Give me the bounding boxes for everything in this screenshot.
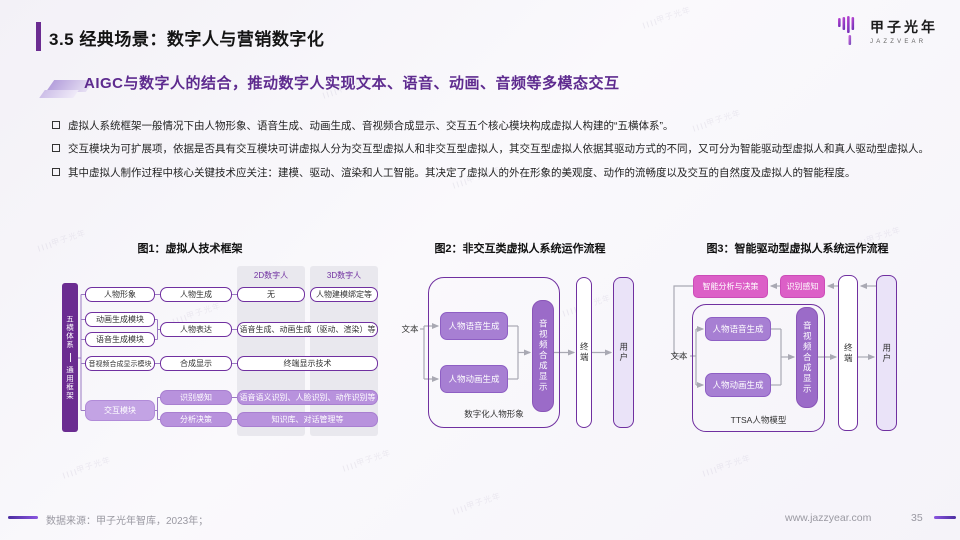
fig2-input-text-label: 文本	[401, 324, 419, 334]
bullet-text: 虚拟人系统框架一般情况下由人物形象、语音生成、动画生成、音视频合成显示、交互五个…	[68, 120, 674, 132]
fig2-title: 图2：非交互类虚拟人系统运作流程	[434, 243, 606, 255]
fig1-cell-recognition-tech: 语音语义识别、人脸识别、动作识别等	[237, 390, 378, 405]
fig2-user-box: 用户	[613, 277, 634, 428]
bullet-square-icon	[52, 167, 60, 176]
fig1-sidebar-five-layer-framework: 五横体系 通用框架	[62, 283, 78, 432]
brand-name: 甲子光年	[870, 21, 938, 36]
bullet-item: 交互模块为可扩展项，依据是否具有交互模块可讲虚拟人分为交互型虚拟人和非交互型虚拟…	[52, 141, 940, 157]
watermark: 甲子光年	[700, 452, 753, 479]
fig2-non-interactive-flow: 文本 人物语音生成 人物动画生成 音视频合成显示 数字化人物形象 终端 用户	[400, 266, 640, 438]
fig3-ttsa-model-container	[692, 304, 825, 432]
fig1-virtual-human-framework: 2D数字人 3D数字人 五横体系 通用框架 人物形象 动画生成模块 语音生成模块…	[60, 266, 390, 438]
subtitle-decoration	[39, 90, 79, 98]
fig1-3d-header: 3D数字人	[326, 271, 362, 280]
fig1-stage-recognition-perception: 识别感知	[160, 390, 232, 405]
footer-data-source: 数据来源：甲子光年智库，2023年；	[46, 516, 209, 527]
fig1-2d-header: 2D数字人	[253, 271, 289, 280]
fig1-stage-synthesis-display: 合成显示	[160, 356, 232, 371]
fig1-title: 图1：虚拟人技术框架	[137, 243, 243, 255]
watermark: 甲子光年	[60, 454, 113, 481]
fig3-title: 图3：智能驱动型虚拟人系统运作流程	[706, 243, 889, 255]
page-subtitle: AIGC与数字人的结合，推动数字人实现文本、语音、动画、音频等多模态交互	[84, 75, 620, 92]
fig2-container-label: 数字化人物形象	[464, 409, 524, 419]
fig1-sidebar-divider	[69, 353, 71, 362]
fig1-module-av-synthesis-display: 音视频合成显示模块	[85, 356, 155, 371]
fig1-stage-analysis-decision: 分析决策	[160, 412, 232, 427]
fig3-terminal-box: 终端	[838, 275, 858, 431]
fig1-cell-speech-animation-gen: 语音生成、动画生成（驱动、渲染）等	[237, 322, 378, 337]
fig2-terminal-box: 终端	[576, 277, 592, 428]
fig1-sidebar-bottom-label: 通用框架	[65, 366, 75, 400]
fig1-stage-character-expression: 人物表达	[160, 322, 232, 337]
brand-logo: 甲子光年 JAZZVEAR	[838, 16, 938, 46]
bullet-list: 虚拟人系统框架一般情况下由人物形象、语音生成、动画生成、音视频合成显示、交互五个…	[52, 118, 940, 188]
watermark: 甲子光年	[35, 227, 88, 254]
footer-right-accent-line	[934, 516, 956, 519]
fig3-intelligent-analysis-decision-box: 智能分析与决策	[693, 275, 768, 298]
fig1-module-character-image: 人物形象	[85, 287, 155, 302]
bullet-text: 交互模块为可扩展项，依据是否具有交互模块可讲虚拟人分为交互型虚拟人和非交互型虚拟…	[68, 143, 929, 156]
footer-website-url: www.jazzyear.com	[785, 512, 872, 524]
fig1-cell-3d-modeling-rigging: 人物建模绑定等	[310, 287, 378, 302]
footer-left-accent-line	[8, 516, 38, 519]
watermark: 甲子光年	[640, 4, 693, 31]
fig1-cell-2d-none: 无	[237, 287, 305, 302]
fig3-speech-generation-box: 人物语音生成	[705, 317, 771, 341]
footer-page-number: 35	[911, 512, 923, 524]
fig1-stage-character-generation: 人物生成	[160, 287, 232, 302]
fig3-recognition-perception-box: 识别感知	[780, 275, 825, 298]
bullet-square-icon	[52, 144, 60, 153]
page-title: 3.5 经典场景：数字人与营销数字化	[49, 30, 325, 49]
fig1-cell-knowledge-dialog: 知识库、对话管理等	[237, 412, 378, 427]
fig1-module-speech-gen: 语音生成模块	[85, 332, 155, 347]
bullet-square-icon	[52, 121, 60, 129]
fig2-av-synthesis-display-box: 音视频合成显示	[532, 300, 554, 412]
fig3-user-box: 用户	[876, 275, 897, 431]
bullet-item: 虚拟人系统框架一般情况下由人物形象、语音生成、动画生成、音视频合成显示、交互五个…	[52, 118, 940, 134]
fig1-module-interaction: 交互模块	[85, 400, 155, 421]
fig3-animation-generation-box: 人物动画生成	[705, 373, 771, 397]
fig3-av-synthesis-display-box: 音视频合成显示	[796, 307, 818, 408]
fig3-container-label: TTSA人物模型	[730, 415, 787, 425]
fig1-cell-terminal-display-tech: 终端显示技术	[237, 356, 378, 371]
title-accent-bar	[36, 22, 41, 51]
watermark: 甲子光年	[450, 490, 503, 517]
fig2-digital-avatar-container	[428, 277, 560, 428]
bullet-item: 其中虚拟人制作过程中核心关键技术应关注：建模、驱动、渲染和人工智能。其决定了虚拟…	[52, 165, 940, 181]
fig3-intelligent-driven-flow: 智能分析与决策 识别感知 文本 人物语音生成 人物动画生成 音视频合成显示 TT…	[668, 266, 908, 438]
bullet-text: 其中虚拟人制作过程中核心关键技术应关注：建模、驱动、渲染和人工智能。其决定了虚拟…	[68, 166, 856, 179]
fig1-sidebar-top-label: 五横体系	[65, 315, 75, 349]
jazzyear-logo-icon	[838, 16, 855, 45]
fig2-animation-generation-box: 人物动画生成	[440, 365, 508, 393]
fig2-speech-generation-box: 人物语音生成	[440, 312, 508, 340]
watermark: 甲子光年	[340, 447, 393, 474]
brand-sub: JAZZVEAR	[870, 39, 927, 45]
fig1-module-animation-gen: 动画生成模块	[85, 312, 155, 327]
fig3-input-text-label: 文本	[670, 351, 688, 361]
